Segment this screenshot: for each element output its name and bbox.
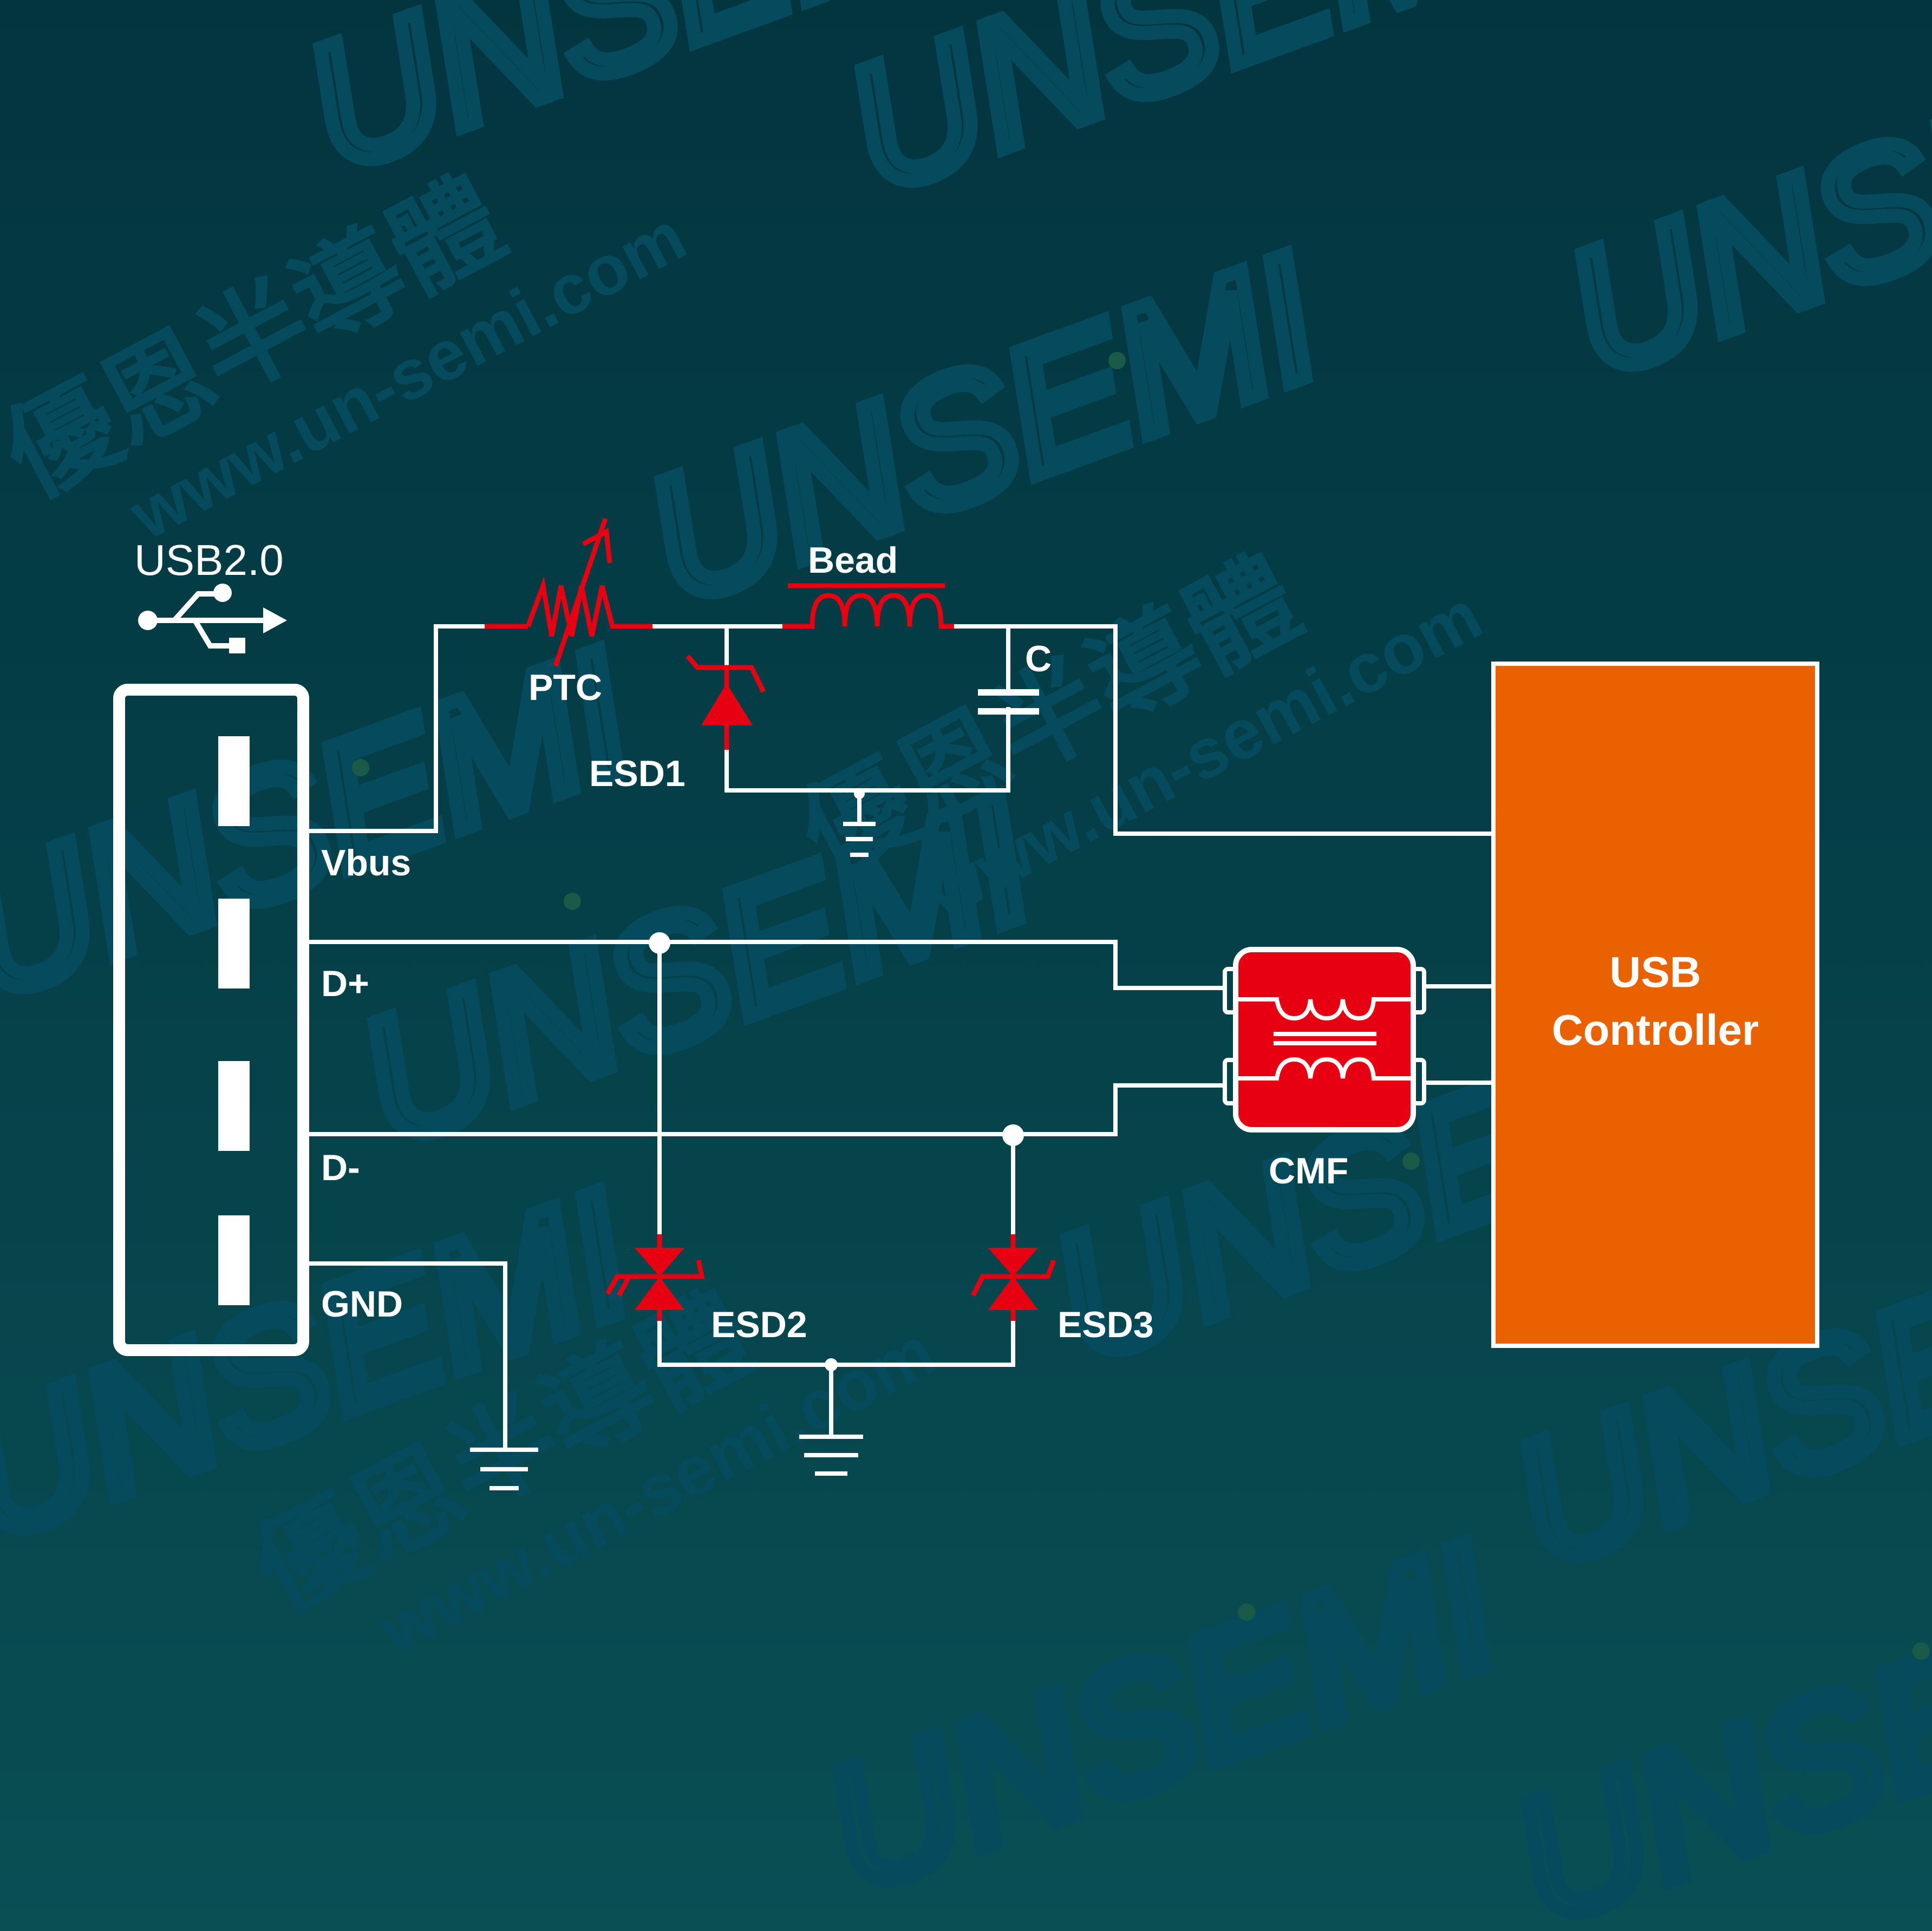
dplus-wire [306,940,1227,990]
esd3-tvs-icon [970,1234,1056,1321]
cmf-common-mode-filter-icon [1223,947,1426,1133]
ground-icon [843,822,876,857]
cmf-label: CMF [1269,1150,1348,1192]
esd1-label: ESD1 [589,753,686,794]
watermark-logo: UNSEMI [822,0,1544,231]
watermark-logo: UNSEMI [800,1505,1522,1930]
controller-label-line2: Controller [1552,1006,1759,1054]
usb-icon [138,584,287,653]
connector-pin-3 [218,1061,250,1151]
watermark-dot [1238,1603,1255,1621]
usb-connector [113,684,309,1356]
ground-icon [799,1435,863,1476]
esd2-tvs-icon [605,1234,705,1321]
controller-label-line1: USB [1610,948,1701,996]
pin-label-vbus: Vbus [321,842,411,883]
watermark-dot [1913,1642,1930,1660]
pin-label-dplus: D+ [321,963,369,1004]
capacitor-icon [978,689,1039,715]
connector-pin-2 [218,899,250,989]
watermark-dot [564,893,581,910]
ferrite-bead-icon [782,583,954,629]
capacitor-label: C [1025,638,1052,679]
ptc-thermistor-icon [485,518,652,667]
gnd-pin-wire [306,1261,507,1449]
pin-label-dminus: D- [321,1147,360,1188]
connector-pin-4 [218,1215,250,1305]
data-lines [306,932,1494,1490]
esd1-gnd-wire [724,707,1010,793]
esd1-tvs-icon [686,654,766,750]
watermark-dot [1108,352,1126,369]
esd2-label: ESD2 [711,1304,807,1345]
connector-housing [113,684,309,1356]
usb-controller-block: USB Controller [1491,662,1819,1348]
ptc-label: PTC [528,667,602,708]
watermark-dot [1402,1153,1420,1170]
ground-icon [470,1448,538,1490]
watermark-dot [352,759,369,776]
pin-label-gnd: GND [321,1284,403,1325]
dminus-wire [306,1083,1226,1136]
usb-title: USB2.0 [134,536,284,584]
vbus-wire-to-controller [952,624,1494,836]
connector-pin-1 [218,736,250,826]
vbus-net [306,624,1494,857]
bead-label: Bead [808,540,898,581]
vbus-wire [306,624,487,833]
watermark-logo: UNSEMI [1542,0,1932,415]
esd3-label: ESD3 [1058,1304,1154,1345]
